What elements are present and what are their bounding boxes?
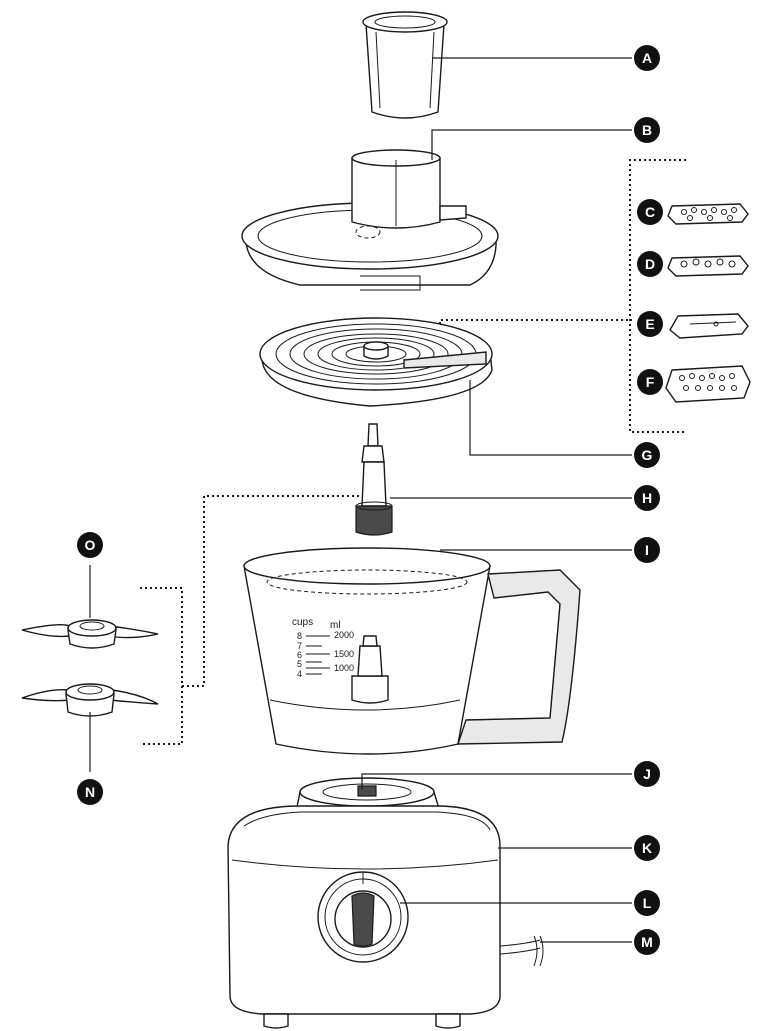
ml-value-1000: 1000 <box>334 663 354 673</box>
svg-text:K: K <box>642 840 652 856</box>
callout-f: F <box>637 369 663 395</box>
pusher-part <box>362 11 448 119</box>
drive-shaft-part <box>355 423 393 536</box>
svg-text:B: B <box>642 122 652 138</box>
svg-text:E: E <box>645 316 654 332</box>
callout-c: C <box>637 199 663 225</box>
svg-text:F: F <box>646 374 655 390</box>
cups-value-6: 6 <box>297 650 302 660</box>
motor-base-part <box>227 777 544 1029</box>
insert-d-part <box>667 255 749 277</box>
callout-l: L <box>634 890 660 916</box>
callout-m: M <box>634 929 660 955</box>
bowl-part <box>243 547 581 755</box>
callout-i: I <box>634 537 660 563</box>
svg-text:I: I <box>645 542 649 558</box>
callout-h: H <box>634 485 660 511</box>
cups-value-4: 4 <box>297 669 302 679</box>
callout-e: E <box>637 311 663 337</box>
ml-value-2000: 2000 <box>334 630 354 640</box>
callout-n: N <box>77 779 103 805</box>
callout-k: K <box>634 835 660 861</box>
lid-part <box>241 149 499 291</box>
svg-text:H: H <box>642 490 652 506</box>
ml-value-1500: 1500 <box>334 649 354 659</box>
insert-e-part <box>669 313 749 339</box>
insert-c-part <box>667 203 749 225</box>
svg-text:N: N <box>85 784 95 800</box>
cups-value-8: 8 <box>297 631 302 641</box>
blade-n-part <box>21 683 159 717</box>
ml-label: ml <box>330 620 341 631</box>
callout-g: G <box>634 442 660 468</box>
bowl-measurement-scale <box>306 635 330 675</box>
callout-d: D <box>637 251 663 277</box>
callout-a: A <box>634 45 660 71</box>
cups-value-7: 7 <box>297 641 302 651</box>
leader-lines <box>89 57 632 943</box>
blade-o-part <box>21 619 159 649</box>
svg-text:O: O <box>85 537 96 553</box>
callout-b: B <box>634 117 660 143</box>
svg-text:M: M <box>641 934 653 950</box>
insert-f-part <box>665 365 751 403</box>
blades-bracket <box>140 587 183 745</box>
disc-carrier-part <box>259 317 493 407</box>
blades-to-bowl-link <box>182 495 362 687</box>
cups-value-5: 5 <box>297 659 302 669</box>
cups-label: cups <box>292 617 313 628</box>
svg-text:J: J <box>643 766 651 782</box>
svg-text:C: C <box>645 204 655 220</box>
svg-text:G: G <box>642 447 653 463</box>
svg-text:A: A <box>642 50 652 66</box>
callout-j: J <box>634 761 660 787</box>
callout-o: O <box>77 532 103 558</box>
inserts-bracket <box>629 159 686 433</box>
svg-text:D: D <box>645 256 655 272</box>
svg-text:L: L <box>643 895 652 911</box>
